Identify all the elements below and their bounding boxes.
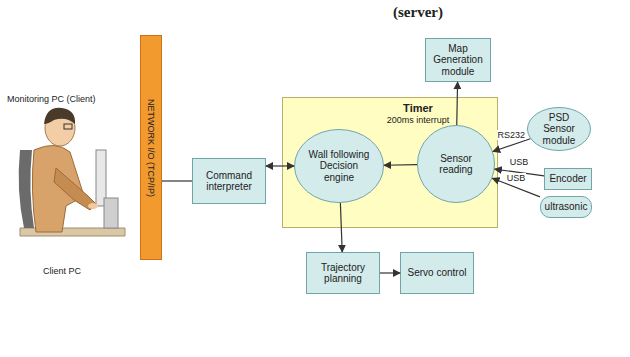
label-text: Trajectory planning <box>311 262 375 285</box>
process-box: Map Generation module <box>425 38 491 82</box>
label-text: Map Generation module <box>430 43 486 78</box>
label-text: NETWORK I/O (TCP/IP) <box>146 99 156 197</box>
server-label: (server) <box>392 4 444 21</box>
connector-arrow <box>266 165 294 166</box>
device-box: Encoder <box>544 168 592 190</box>
text-area: Servo control <box>401 253 473 293</box>
label-text: RS232 <box>497 130 527 140</box>
label-text: Sensor reading <box>426 153 486 176</box>
text-area: Encoder <box>545 169 591 189</box>
text-area: PSD Sensor module <box>527 107 591 151</box>
label-text: USB <box>506 173 527 183</box>
client-caption: Monitoring PC (Client) <box>6 94 97 104</box>
device-box: ultrasonic <box>540 196 592 218</box>
label-text: Servo control <box>408 267 467 279</box>
timer-group: Timer200ms interruptWall following Decis… <box>282 97 498 228</box>
client-caption: Client PC <box>42 266 82 276</box>
label-text: USB <box>509 157 530 167</box>
process-box: Servo control <box>400 252 474 294</box>
text-area: NETWORK I/O (TCP/IP) <box>141 36 161 259</box>
process-ellipse: Sensor reading <box>417 125 495 203</box>
edge-label: USB <box>509 157 530 167</box>
label-text: Timer <box>403 102 433 115</box>
text-area: Trajectory planning <box>307 253 379 293</box>
text-area: Sensor reading <box>417 125 495 203</box>
label-text: Wall following Decision engine <box>305 149 373 184</box>
sensor-ellipse: PSD Sensor module <box>527 107 591 151</box>
label-text: Command interpreter <box>197 170 261 193</box>
label-text: PSD Sensor module <box>535 112 583 147</box>
text-area: Map Generation module <box>426 39 490 81</box>
edge-label: USB <box>506 173 527 183</box>
text-area: ultrasonic <box>541 197 591 217</box>
label-text: Encoder <box>549 173 586 185</box>
label-text: 200ms interrupt <box>387 115 450 125</box>
process-box: Command interpreter <box>192 158 266 204</box>
label-text: ultrasonic <box>545 201 588 213</box>
label-text: (server) <box>392 4 444 21</box>
process-ellipse: Wall following Decision engine <box>294 129 384 203</box>
text-area: Command interpreter <box>193 159 265 203</box>
connector-arrow <box>162 180 192 181</box>
label-text: Monitoring PC (Client) <box>6 94 97 104</box>
label-text: Client PC <box>42 266 82 276</box>
connector-arrow <box>493 139 530 152</box>
edge-label: RS232 <box>497 130 527 140</box>
text-area: Wall following Decision engine <box>294 129 384 203</box>
connector-arrow <box>380 272 400 273</box>
process-box: Trajectory planning <box>306 252 380 294</box>
network-bar: NETWORK I/O (TCP/IP) <box>140 35 162 260</box>
